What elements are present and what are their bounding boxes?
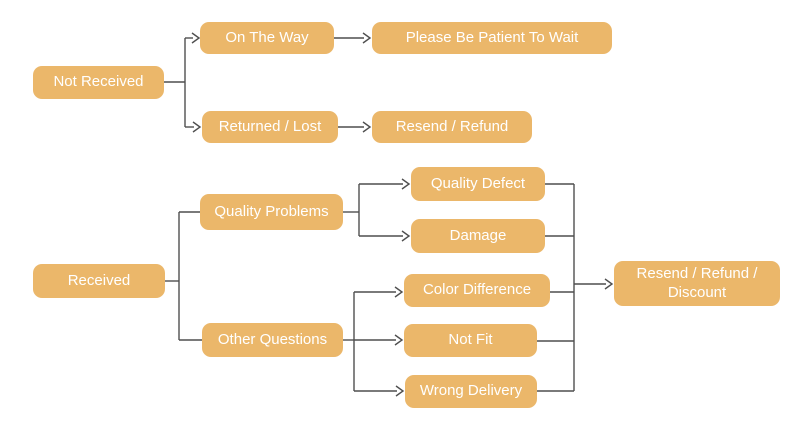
node-damage: Damage: [411, 219, 545, 253]
node-other-questions: Other Questions: [202, 323, 343, 357]
node-not-received: Not Received: [33, 66, 164, 99]
node-resend-refund: Resend / Refund: [372, 111, 532, 143]
node-quality-problems: Quality Problems: [200, 194, 343, 230]
node-returned-lost: Returned / Lost: [202, 111, 338, 143]
node-not-fit: Not Fit: [404, 324, 537, 357]
node-wrong-delivery: Wrong Delivery: [405, 375, 537, 408]
node-color-difference: Color Difference: [404, 274, 550, 307]
node-on-the-way: On The Way: [200, 22, 334, 54]
node-quality-defect: Quality Defect: [411, 167, 545, 201]
node-resend-refund-discount: Resend / Refund / Discount: [614, 261, 780, 306]
node-please-be-patient: Please Be Patient To Wait: [372, 22, 612, 54]
node-received: Received: [33, 264, 165, 298]
